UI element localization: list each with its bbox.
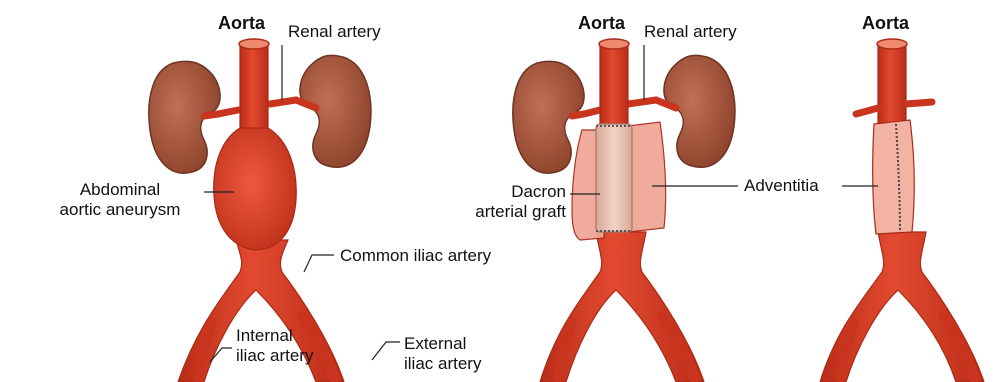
middle-renal-artery-label: Renal artery xyxy=(644,22,737,41)
right-aorta-label: Aorta xyxy=(862,14,909,33)
middle-aorta-label: Aorta xyxy=(578,14,625,33)
right-kidney xyxy=(300,55,371,167)
wrapped-adventitia xyxy=(873,120,914,234)
aorta-opening xyxy=(239,39,269,49)
left-renal-artery-label: Renal artery xyxy=(288,22,381,41)
aneurysm-label-line2: aortic aneurysm xyxy=(40,200,200,219)
adventitia-label: Adventitia xyxy=(744,176,819,195)
dacron-graft-label-line1: Dacron xyxy=(440,182,566,201)
dacron-graft-label-line2: arterial graft xyxy=(430,202,566,221)
left-aorta-label: Aorta xyxy=(218,14,265,33)
left-renal-stub xyxy=(856,108,878,114)
external-iliac-label-line2: iliac artery xyxy=(404,354,481,373)
right-renal-stub xyxy=(906,102,932,104)
right-panel-anatomy xyxy=(820,39,984,382)
internal-iliac-label-line1: Internal xyxy=(236,326,293,345)
aorta-opening xyxy=(599,39,629,49)
aneurysm-label-line1: Abdominal xyxy=(40,180,200,199)
aorta-opening xyxy=(877,39,907,49)
right-kidney xyxy=(664,55,735,167)
aneurysm-bulge xyxy=(214,128,297,250)
dacron-graft xyxy=(596,124,632,232)
aorta-tube xyxy=(600,44,628,134)
common-iliac-label: Common iliac artery xyxy=(340,246,491,265)
external-iliac-label-line1: External xyxy=(404,334,466,353)
internal-iliac-label-line2: iliac artery xyxy=(236,346,313,365)
